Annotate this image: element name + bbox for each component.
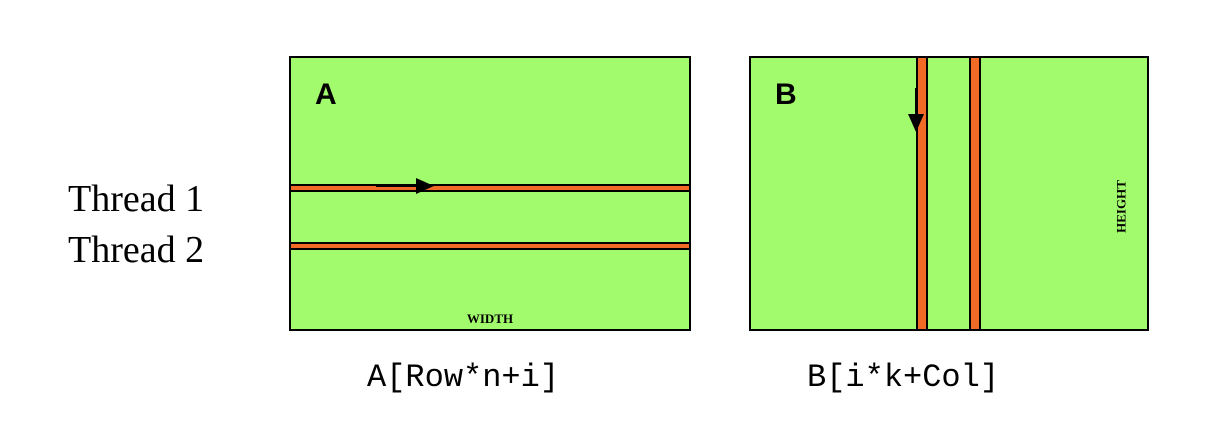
matrix-a-row-thread-1 <box>289 184 691 192</box>
matrix-b-height-label: HEIGHT <box>1113 180 1129 233</box>
matrix-b: B HEIGHT <box>749 56 1149 331</box>
thread-2-label: Thread 2 <box>68 229 205 271</box>
matrix-a-width-label: WIDTH <box>466 311 514 326</box>
matrix-a: A WIDTH <box>289 56 691 331</box>
column-direction-arrow-icon <box>908 88 924 132</box>
matrix-b-letter: B <box>775 78 797 111</box>
row-direction-arrow-icon <box>376 178 434 194</box>
matrix-b-access-expression: B[i*k+Col] <box>807 359 1000 396</box>
matrix-b-column-thread-2 <box>969 56 981 331</box>
matrix-a-row-thread-2 <box>289 242 691 250</box>
matrix-a-letter: A <box>315 78 337 111</box>
matrix-a-access-expression: A[Row*n+i] <box>367 359 560 396</box>
thread-1-label: Thread 1 <box>68 178 205 220</box>
